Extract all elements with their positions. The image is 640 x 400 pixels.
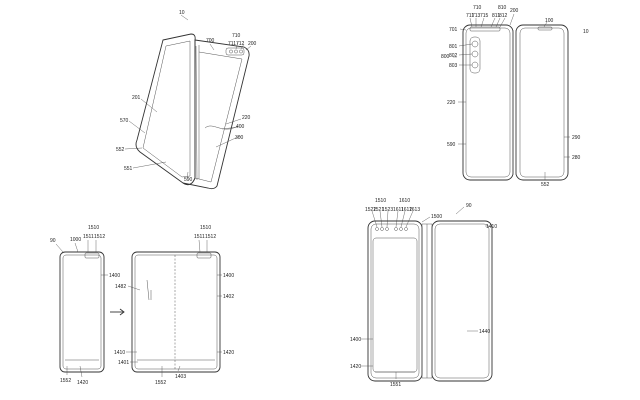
fig-b-hinge — [512, 30, 517, 175]
ref-801: 801 — [449, 44, 458, 50]
ref-800: 800 — [441, 54, 450, 60]
fig-d-front-sensors — [375, 227, 408, 231]
ref-1402: 1402 — [223, 294, 234, 300]
ref-711: 711 — [466, 13, 474, 19]
ref-90: 90 — [50, 238, 56, 244]
ref-1552: 1552 — [60, 378, 71, 384]
ref-1482: 1482 — [115, 284, 126, 290]
ref-1420: 1420 — [77, 380, 88, 386]
ref-1500: 1500 — [431, 214, 442, 220]
fig-a-reference-numerals: 10 700 710 711 712 200 201 570 552 551 2… — [116, 10, 257, 183]
ref-1400: 1400 — [350, 337, 361, 343]
ref-1551: 1551 — [390, 382, 401, 388]
fig-b-camera-module — [469, 36, 481, 74]
fig-a-hinge — [195, 45, 200, 181]
ref-710: 710 — [232, 33, 241, 39]
ref-10: 10 — [583, 29, 589, 35]
ref-1523: 1523 — [382, 207, 393, 213]
fig-a-leaders — [124, 14, 252, 180]
fig-c-closed-device — [59, 251, 105, 373]
ref-802: 802 — [449, 53, 458, 59]
ref-1522: 1522 — [365, 207, 376, 213]
fig-b-left-panel — [462, 24, 514, 181]
ref-552: 552 — [541, 182, 550, 188]
ref-1400: 1400 — [109, 273, 120, 279]
fig-d-leaders — [361, 206, 489, 379]
fig-c-arrow — [110, 308, 125, 316]
ref-701: 701 — [449, 27, 458, 33]
ref-1511b: 1511 — [194, 234, 205, 240]
ref-1510: 1510 — [88, 225, 99, 231]
fig-d-right-panel — [431, 220, 493, 382]
ref-1420: 1420 — [350, 364, 361, 370]
ref-590: 590 — [447, 142, 456, 148]
fig-b-leaders — [453, 13, 570, 180]
ref-300: 300 — [235, 135, 244, 141]
ref-570: 570 — [120, 118, 129, 124]
ref-200: 200 — [510, 8, 519, 14]
ref-90: 90 — [466, 203, 472, 209]
ref-200: 200 — [248, 41, 257, 47]
ref-1552b: 1552 — [155, 380, 166, 386]
fig-a-right-panel — [182, 39, 250, 190]
ref-811: 811 — [492, 13, 500, 19]
ref-551: 551 — [124, 166, 133, 172]
ref-1613: 1613 — [409, 207, 420, 213]
fig-b-unfolded-device: 710 711 713 715 810 811 812 200 100 10 7… — [441, 5, 589, 188]
ref-1511: 1511 — [83, 234, 94, 240]
ref-1401: 1401 — [118, 360, 129, 366]
ref-290: 290 — [572, 135, 581, 141]
ref-100: 100 — [545, 18, 554, 24]
ref-10: 10 — [179, 10, 185, 16]
ref-1512: 1512 — [94, 234, 105, 240]
ref-812: 812 — [499, 13, 508, 19]
ref-552: 552 — [116, 147, 125, 153]
ref-1612: 1612 — [401, 207, 412, 213]
ref-220: 220 — [447, 100, 456, 106]
ref-400: 400 — [236, 124, 245, 130]
fig-c-reference-numerals: 90 1000 1510 1511 1512 1400 1552 1420 15… — [50, 225, 234, 386]
ref-803: 803 — [449, 63, 458, 69]
ref-1512b: 1512 — [205, 234, 216, 240]
ref-1611: 1611 — [393, 207, 404, 213]
fig-b-reference-numerals: 710 711 713 715 810 811 812 200 100 10 7… — [441, 5, 589, 188]
fig-d-hinge — [421, 223, 433, 379]
fig-d-unfolded-device: 1510 1610 90 1522 1521 1523 1611 1612 16… — [350, 198, 497, 388]
ref-1403: 1403 — [175, 374, 186, 380]
ref-220: 220 — [242, 115, 251, 121]
ref-713: 713 — [472, 13, 481, 19]
ref-590: 590 — [184, 177, 193, 183]
fig-d-left-panel — [367, 220, 423, 382]
fig-c-trace — [146, 279, 152, 301]
ref-1610: 1610 — [399, 198, 410, 204]
ref-1410: 1410 — [486, 224, 497, 230]
ref-1510b: 1510 — [200, 225, 211, 231]
ref-700: 700 — [206, 38, 215, 44]
ref-280: 280 — [572, 155, 581, 161]
ref-711: 711 — [228, 41, 236, 47]
ref-710: 710 — [473, 5, 482, 11]
ref-1400b: 1400 — [223, 273, 234, 279]
fig-d-reference-numerals: 1510 1610 90 1522 1521 1523 1611 1612 16… — [350, 198, 497, 388]
ref-810: 810 — [498, 5, 507, 11]
fig-c-open-device — [131, 251, 221, 373]
fig-b-right-panel — [515, 24, 569, 181]
ref-1521: 1521 — [373, 207, 384, 213]
ref-1440: 1440 — [479, 329, 490, 335]
fig-b-top-sensors — [469, 26, 553, 32]
ref-201: 201 — [132, 95, 141, 101]
fig-c-leaders — [55, 239, 222, 378]
fig-a-camera-module — [225, 47, 245, 56]
ref-712: 712 — [236, 41, 245, 47]
ref-1420b: 1420 — [223, 350, 234, 356]
ref-1510: 1510 — [375, 198, 386, 204]
ref-715: 715 — [480, 13, 489, 19]
fig-c-folded-to-unfolded: 90 1000 1510 1511 1512 1400 1552 1420 15… — [50, 225, 234, 386]
ref-1410: 1410 — [114, 350, 125, 356]
fig-a-folded-device: 10 700 710 711 712 200 201 570 552 551 2… — [116, 10, 257, 190]
ref-1000: 1000 — [70, 237, 81, 243]
